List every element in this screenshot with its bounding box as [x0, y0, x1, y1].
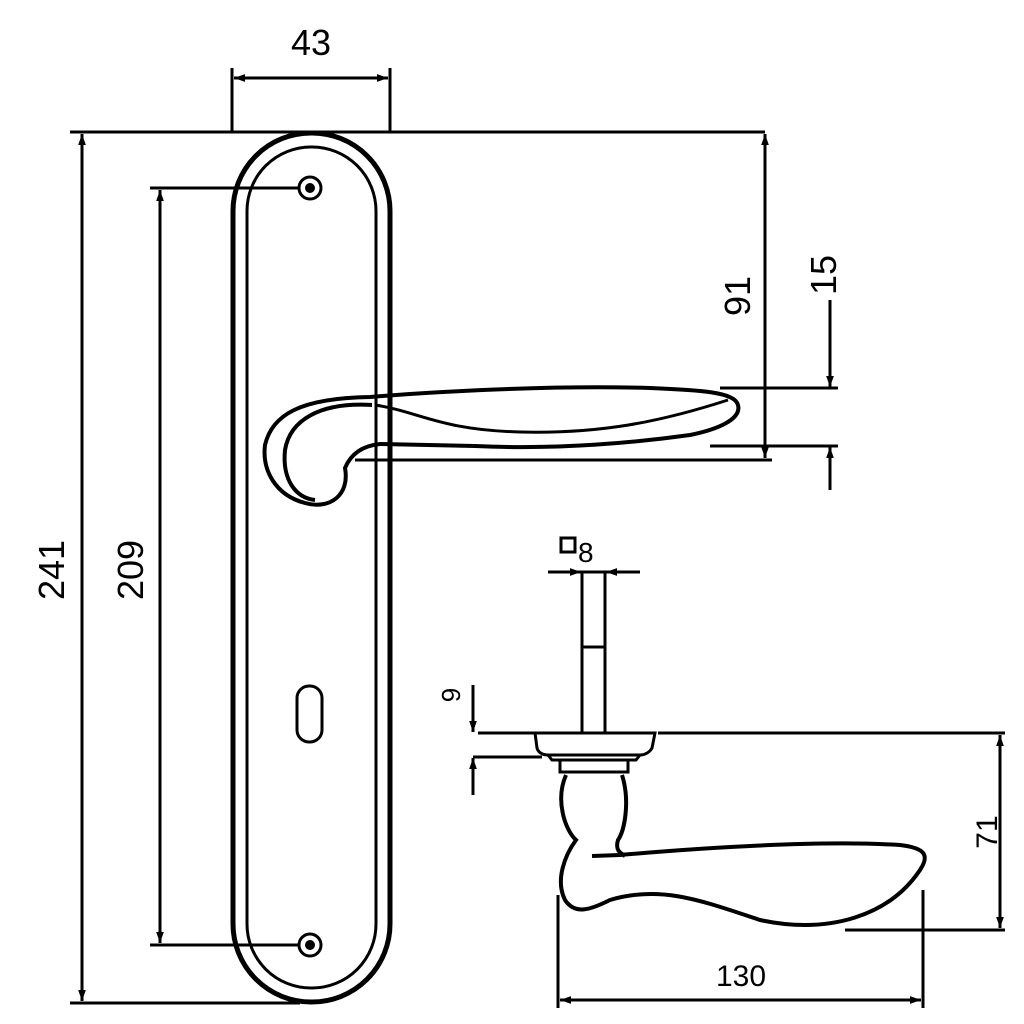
- dim-label-91: 91: [717, 276, 758, 316]
- lever-front-view: [262, 385, 741, 507]
- backplate: [230, 130, 393, 1005]
- dim-label-130: 130: [716, 960, 766, 993]
- dim-label-209: 209: [110, 540, 151, 600]
- dim-label-71: 71: [971, 815, 1004, 848]
- screw-hole-top: [297, 175, 323, 201]
- square-symbol-icon: [559, 536, 577, 554]
- keyhole: [295, 684, 324, 744]
- dim-label-9: 9: [436, 688, 466, 702]
- lever-side-view: [533, 570, 927, 927]
- dim-label-43: 43: [291, 22, 331, 63]
- dim-label-8: 8: [578, 537, 594, 568]
- dim-label-241: 241: [31, 540, 72, 600]
- dimension-lines: [70, 68, 1005, 1008]
- dim-label-15: 15: [803, 255, 844, 295]
- screw-hole-bottom: [297, 932, 323, 958]
